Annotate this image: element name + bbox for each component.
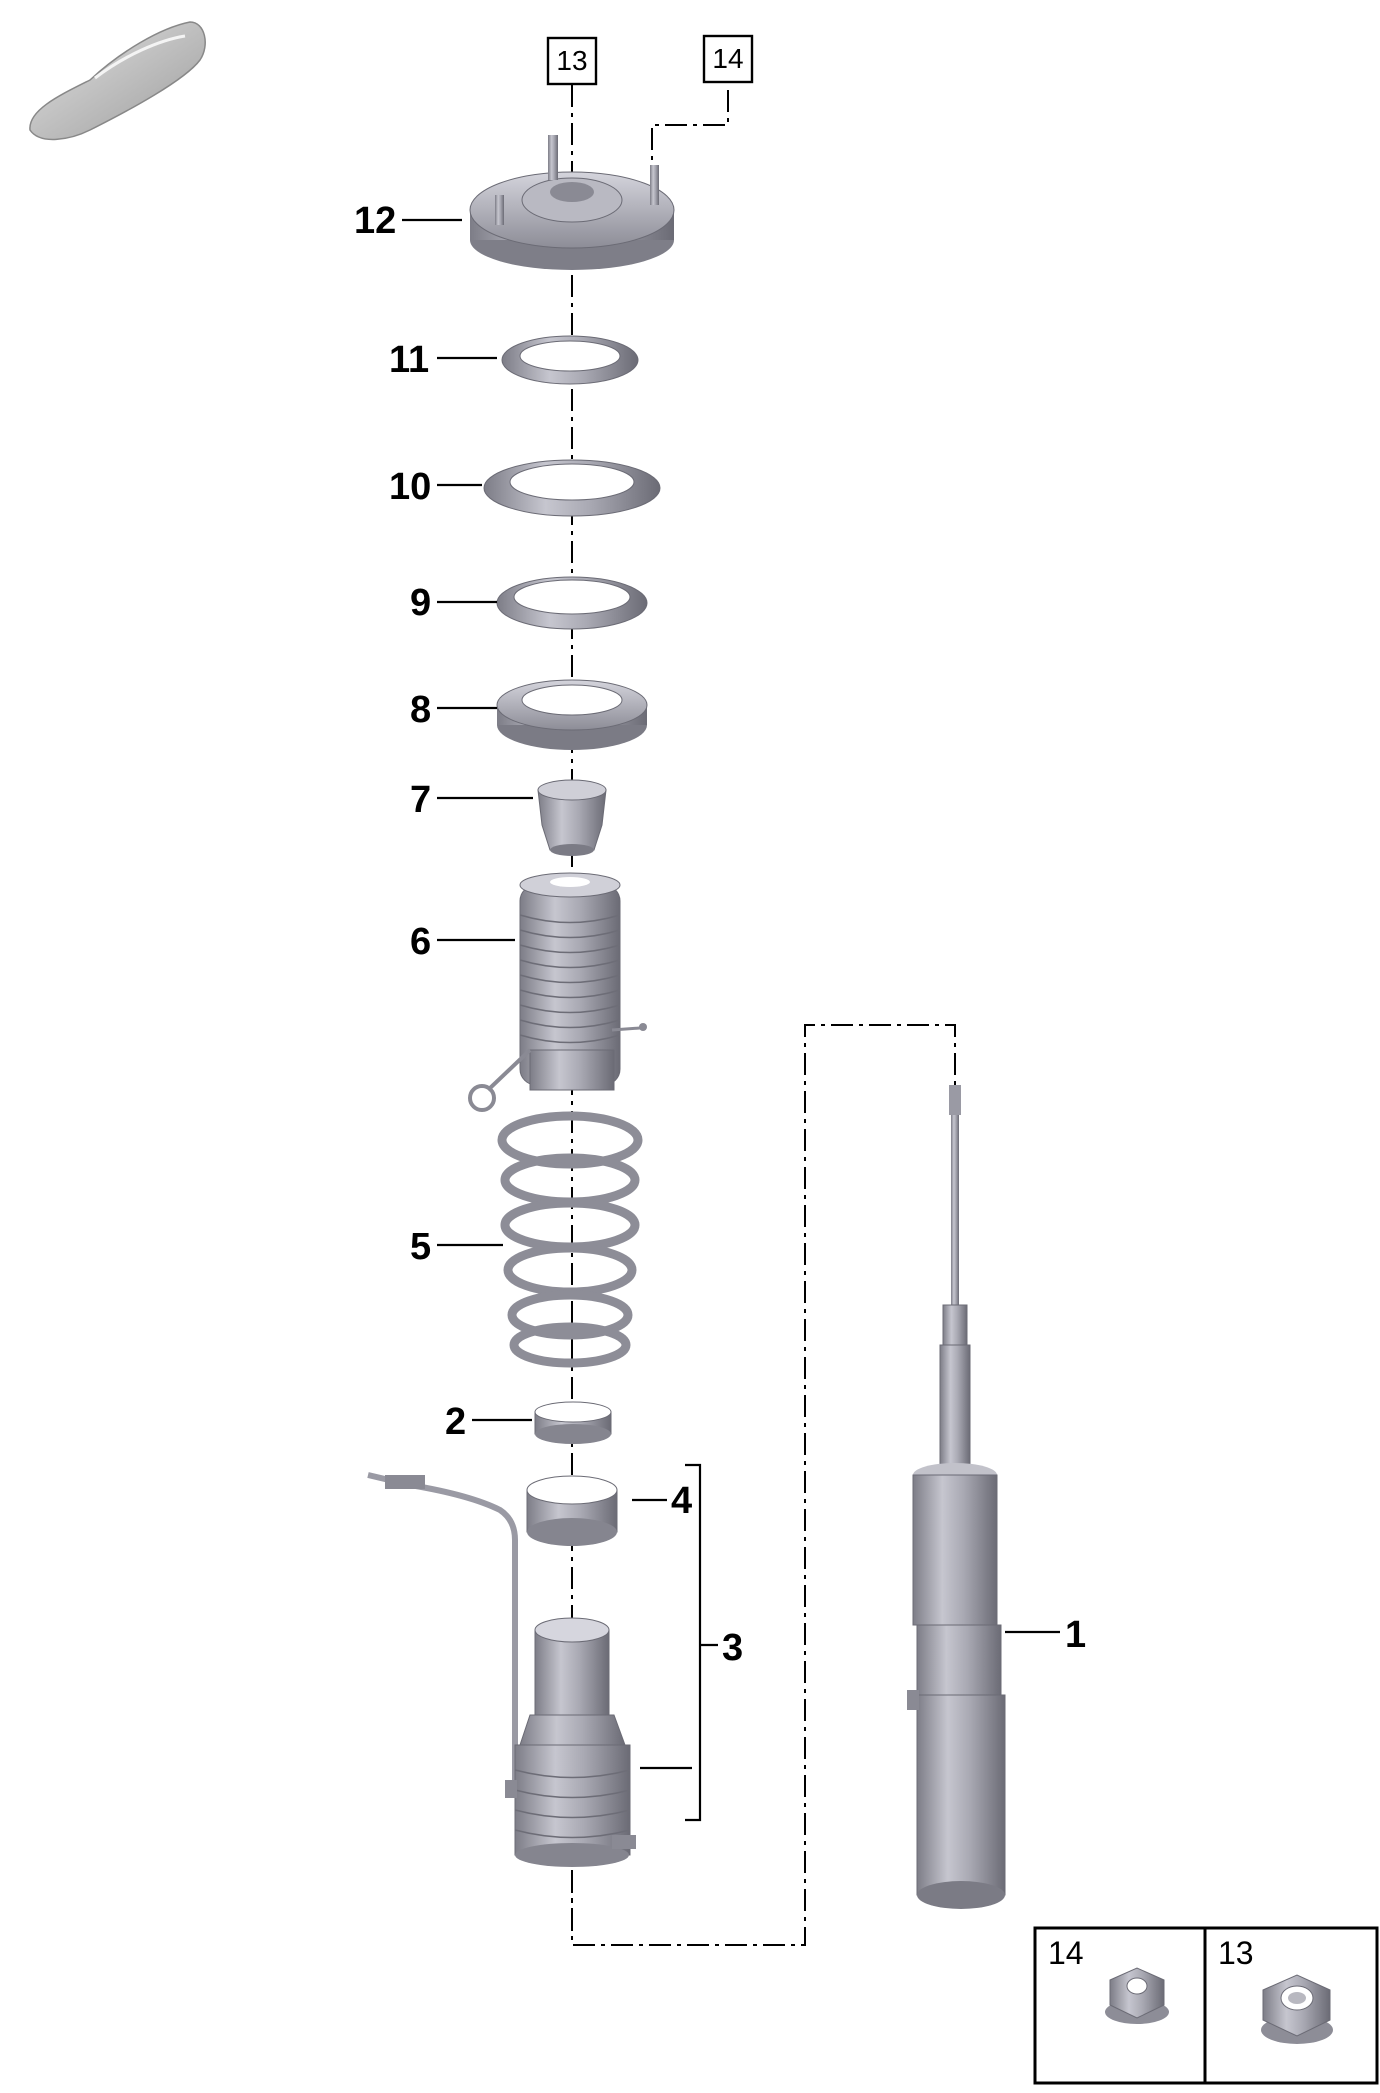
callout-7: 7 (410, 779, 431, 821)
part-3-lower-housing (367, 1472, 636, 1867)
callout-labels: 12 11 10 9 8 7 6 5 2 4 3 1 (354, 200, 1086, 1669)
flange-nut-14-icon (1105, 1967, 1169, 2024)
boxed-reference-14: 14 (702, 34, 754, 84)
flange-nut-13-icon (1261, 1974, 1333, 2044)
vehicle-thumbnail-icon (29, 21, 206, 141)
callout-12: 12 (354, 200, 396, 242)
part-12-strut-top-mount (469, 135, 675, 270)
part-10-spring-seat (483, 459, 661, 517)
part-4-adjuster-nut (526, 1475, 618, 1546)
part-11-ring (501, 335, 639, 385)
svg-text:14: 14 (712, 43, 743, 74)
callout-8: 8 (410, 689, 431, 731)
part-2-spacer (534, 1401, 612, 1444)
callout-5: 5 (410, 1226, 431, 1268)
callout-11: 11 (389, 339, 429, 381)
callout-9: 9 (410, 582, 431, 624)
part-1-shock-absorber (907, 1085, 1006, 1909)
part-9-washer (496, 576, 648, 630)
part-7-bump-stop (537, 779, 607, 856)
callout-leader-lines (402, 218, 1060, 1822)
callout-10: 10 (389, 466, 431, 508)
inset-label-13: 13 (1218, 1935, 1254, 1971)
callout-4: 4 (671, 1480, 692, 1522)
part-8-isolator (496, 679, 648, 750)
part-5-coil-spring (497, 1111, 643, 1368)
callout-6: 6 (410, 921, 431, 963)
callout-1: 1 (1065, 1614, 1086, 1656)
hardware-inset-table: 14 13 (1033, 1926, 1379, 2085)
callout-2: 2 (445, 1401, 466, 1443)
boxed-reference-13: 13 (546, 36, 598, 86)
inset-label-14: 14 (1048, 1935, 1084, 1971)
svg-text:13: 13 (556, 45, 587, 76)
part-6-dust-boot (468, 872, 647, 1112)
callout-3: 3 (722, 1627, 743, 1669)
